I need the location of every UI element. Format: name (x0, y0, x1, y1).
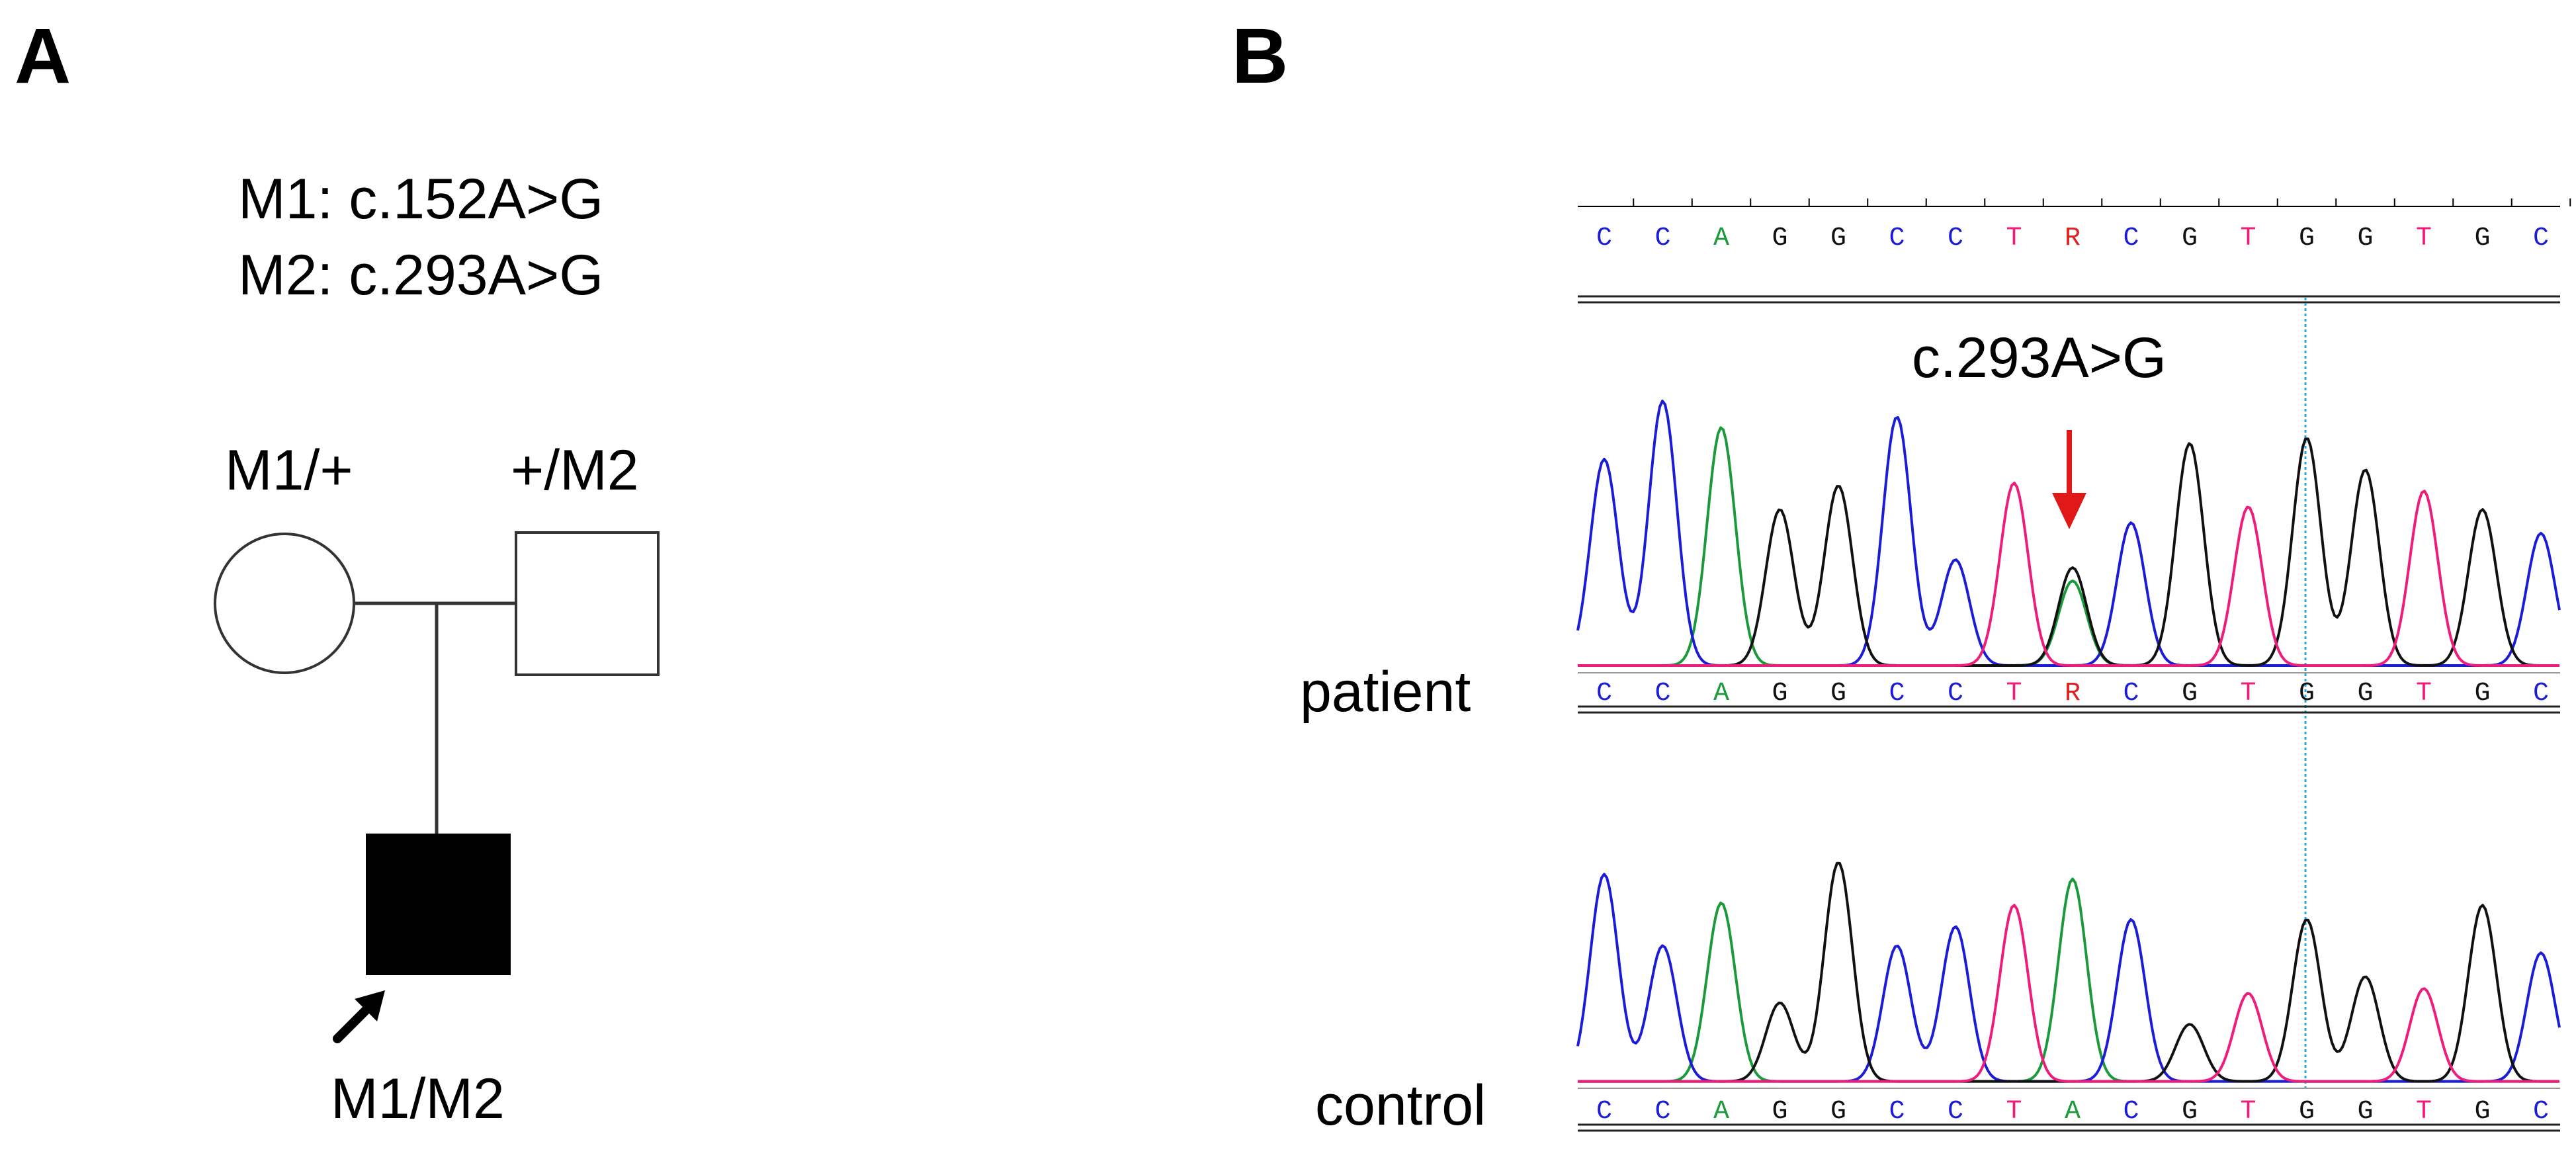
base-letter: A (1713, 679, 1729, 709)
base-letter: C (1596, 224, 1612, 253)
base-letter: R (2065, 679, 2081, 709)
base-letter: T (2006, 224, 2022, 253)
base-letter: G (2474, 679, 2490, 709)
legend-m2: M2: c.293A>G (238, 243, 603, 307)
patient-label: patient (1300, 660, 1471, 724)
mutation-arrow-icon (2052, 430, 2086, 529)
base-letter: G (2357, 1097, 2373, 1127)
proband-arrow-icon (333, 990, 385, 1043)
father-genotype: +/M2 (511, 439, 639, 502)
base-letter: C (1948, 224, 1963, 253)
legend-m1: M1: c.152A>G (238, 167, 603, 231)
trace-t (1578, 904, 2559, 1083)
base-letter: T (2006, 1097, 2022, 1127)
base-letter: C (1889, 224, 1905, 253)
base-letter: T (2240, 1097, 2256, 1127)
base-letter: G (2357, 679, 2373, 709)
control-traces (1576, 861, 2561, 1083)
base-letter: C (1889, 679, 1905, 709)
proband-genotype: M1/M2 (331, 1067, 505, 1131)
base-letter: C (2533, 1097, 2549, 1127)
base-letter: G (2474, 1097, 2490, 1127)
mother-symbol (214, 533, 355, 674)
base-letter: T (2006, 679, 2022, 709)
base-letter: C (1948, 1097, 1963, 1127)
proband-symbol (366, 834, 511, 975)
patient-traces (1576, 400, 2561, 667)
base-letter: T (2240, 679, 2256, 709)
base-letter: C (1654, 224, 1670, 253)
control-label: control (1315, 1074, 1486, 1137)
base-letter: C (1654, 1097, 1670, 1127)
trace-c (1576, 873, 2561, 1083)
base-letter: C (2123, 224, 2139, 253)
base-letter: A (1713, 1097, 1729, 1127)
trace-g (1578, 437, 2559, 667)
base-letter: C (1948, 679, 1963, 709)
panel-b: B C C A G G C C T R C G T G G T G C c.293A>G C C A G G C C T R C G… (1232, 13, 2571, 1137)
base-letter: G (2474, 224, 2490, 253)
base-letter: A (1713, 224, 1729, 253)
mutation-label: c.293A>G (1912, 326, 2167, 390)
base-letter: G (1772, 679, 1787, 709)
base-letter: G (1830, 224, 1846, 253)
base-letter: T (2240, 224, 2256, 253)
base-letter: C (1889, 1097, 1905, 1127)
base-letter: T (2416, 224, 2432, 253)
base-letter: G (2357, 224, 2373, 253)
base-letter: G (2299, 224, 2315, 253)
trace-g (1578, 861, 2559, 1083)
base-letter: G (1772, 1097, 1787, 1127)
panel-a: A M1: c.152A>G M2: c.293A>G M1/+ +/M2 M1… (15, 13, 660, 1131)
base-letter: G (2182, 1097, 2198, 1127)
base-letter: G (2182, 679, 2198, 709)
trace-t (1578, 482, 2559, 667)
base-letter: G (2299, 1097, 2315, 1127)
base-letter: T (2416, 679, 2432, 709)
base-letter: C (2123, 679, 2139, 709)
base-letter: C (1654, 679, 1670, 709)
base-letter: R (2065, 224, 2081, 253)
panel-a-letter: A (15, 13, 71, 100)
father-symbol (515, 531, 660, 676)
base-letter: G (1830, 679, 1846, 709)
base-letter: C (1596, 1097, 1612, 1127)
mother-genotype: M1/+ (225, 439, 353, 502)
base-letter: T (2416, 1097, 2432, 1127)
reference-ticks (1633, 198, 2571, 206)
base-letter: C (2533, 224, 2549, 253)
base-letter: G (2182, 224, 2198, 253)
base-letter: C (2123, 1097, 2139, 1127)
base-letter: C (1596, 679, 1612, 709)
base-letter: G (1772, 224, 1787, 253)
trace-a (1578, 877, 2559, 1083)
panel-b-letter: B (1232, 13, 1288, 100)
base-letter: G (2299, 679, 2315, 709)
base-letter: A (2065, 1097, 2081, 1127)
base-letter: G (1830, 1097, 1846, 1127)
base-letter: C (2533, 679, 2549, 709)
